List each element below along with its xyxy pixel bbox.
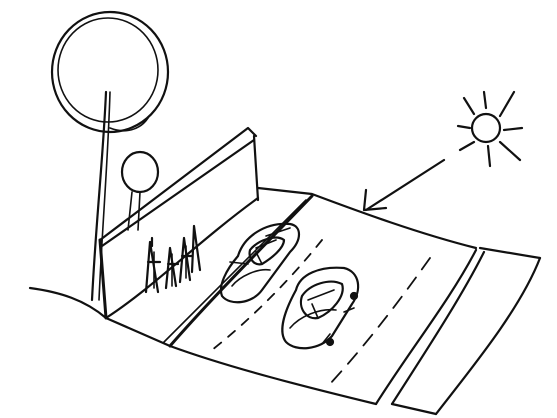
tree-trunk <box>92 92 106 300</box>
sidewalk-inner-edge <box>392 252 484 404</box>
noise-barrier-wall <box>100 128 258 318</box>
pedestrians <box>146 226 200 292</box>
sun-arrow <box>364 160 444 210</box>
sidewalk-far-edge <box>480 248 540 258</box>
wall-left-edge <box>100 240 106 318</box>
car-lower-wheel-2 <box>327 339 333 345</box>
sun-rays <box>458 92 522 166</box>
sun-arrow-shaft <box>366 160 444 210</box>
ground-line <box>30 288 170 346</box>
car-lower-wheel-1 <box>351 293 357 299</box>
sun <box>458 92 522 166</box>
lane-divider-1 <box>212 240 322 350</box>
tree-canopy-inner <box>58 18 158 122</box>
pedestrian-4 <box>192 226 200 272</box>
sidewalk-outer-edge <box>436 258 540 414</box>
lane-divider-2 <box>330 258 430 384</box>
shrub-canopy <box>122 152 158 192</box>
car-lower <box>282 268 358 349</box>
tree-canopy <box>52 12 168 132</box>
road-near-edge <box>170 346 376 404</box>
sidewalk-bottom <box>392 404 436 414</box>
sun-disc <box>472 114 500 142</box>
sidewalk <box>392 248 540 414</box>
wall-right-edge <box>254 136 258 200</box>
car-lower-body <box>282 268 358 349</box>
car-upper <box>221 224 299 302</box>
wall-top-edge <box>100 128 256 240</box>
wall-front-top <box>102 140 254 246</box>
